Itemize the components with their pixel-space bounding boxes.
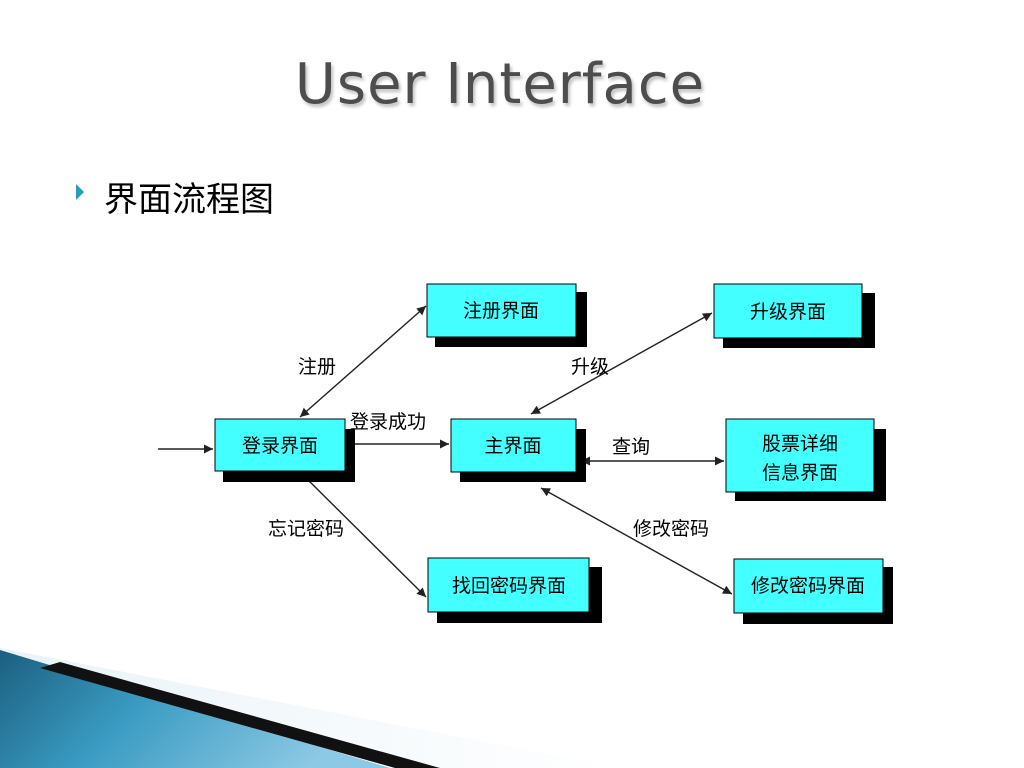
node-main: 主界面	[450, 418, 586, 482]
node-main-label: 主界面	[484, 435, 541, 457]
edge-main-change	[540, 487, 733, 595]
slide-title: User Interface	[294, 52, 706, 117]
edge-label-query: 查询	[612, 436, 650, 458]
node-change-password: 修改密码界面	[733, 558, 893, 624]
node-upgrade: 升级界面	[713, 283, 875, 348]
node-stock-label-line2: 信息界面	[762, 462, 838, 484]
node-register: 注册界面	[426, 283, 587, 347]
edges	[158, 305, 733, 598]
node-stock-info: 股票详细 信息界面	[725, 418, 886, 501]
edge-label-upgrade: 升级	[571, 356, 609, 378]
node-upgrade-label: 升级界面	[750, 301, 826, 323]
edge-label-register: 注册	[298, 356, 336, 378]
edge-login-recover	[301, 473, 427, 598]
bullet-arrow-icon	[76, 184, 84, 200]
edge-label-change-password: 修改密码	[633, 518, 709, 540]
footer-decoration	[0, 648, 620, 768]
edge-login-register	[299, 305, 427, 418]
node-login-label: 登录界面	[242, 435, 318, 457]
edge-main-upgrade	[530, 312, 713, 415]
node-recover-label: 找回密码界面	[452, 575, 566, 597]
node-recover: 找回密码界面	[427, 557, 602, 623]
edge-label-login-success: 登录成功	[350, 411, 426, 433]
bullet-text: 界面流程图	[104, 180, 274, 220]
footer-dark-stripe	[40, 662, 440, 768]
node-login: 登录界面	[214, 418, 355, 482]
node-stock-label-line1: 股票详细	[762, 433, 838, 455]
node-register-label: 注册界面	[463, 300, 539, 322]
node-change-label: 修改密码界面	[751, 575, 865, 597]
edge-label-forgot: 忘记密码	[268, 518, 344, 540]
